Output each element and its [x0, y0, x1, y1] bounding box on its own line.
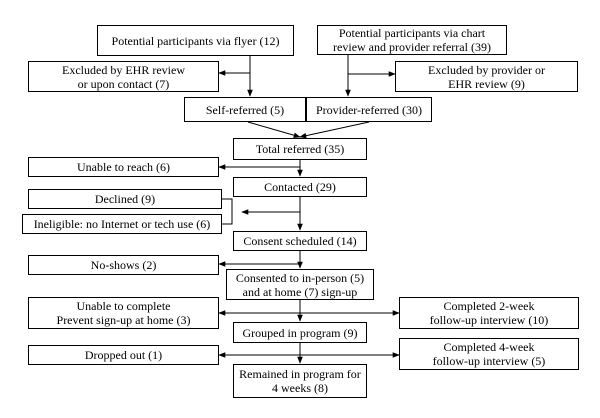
box-completed-2week: Completed 2-week follow-up interview (10…	[399, 297, 579, 329]
arrow-provider-to-total	[299, 121, 370, 139]
box-dropped-out: Dropped out (1)	[28, 345, 219, 365]
box-self-referred: Self-referred (5)	[184, 97, 306, 122]
box-contacted: Contacted (29)	[233, 177, 367, 197]
exclusion-bracket	[222, 198, 233, 225]
box-excluded-ehr: Excluded by EHR review or upon contact (…	[28, 61, 219, 92]
box-chart-review: Potential participants via chart review …	[317, 25, 507, 55]
box-completed-4week: Completed 4-week follow-up interview (5)	[399, 338, 579, 370]
box-consented: Consented to in-person (5) and at home (…	[226, 269, 374, 300]
box-grouped: Grouped in program (9)	[233, 322, 367, 343]
box-excluded-provider: Excluded by provider or EHR review (9)	[395, 61, 578, 92]
box-unable-to-reach: Unable to reach (6)	[28, 157, 219, 177]
box-total-referred: Total referred (35)	[233, 138, 367, 160]
arrow-self-to-total	[247, 121, 301, 138]
box-unable-to-complete: Unable to complete Prevent sign-up at ho…	[28, 297, 219, 329]
box-remained: Remained in program for 4 weeks (8)	[233, 364, 367, 398]
box-consent-scheduled: Consent scheduled (14)	[233, 231, 367, 251]
box-ineligible: Ineligible: no Internet or tech use (6)	[22, 214, 222, 234]
box-provider-referred: Provider-referred (30)	[306, 97, 432, 122]
box-declined: Declined (9)	[28, 189, 222, 209]
box-flyer: Potential participants via flyer (12)	[97, 25, 294, 56]
box-no-shows: No-shows (2)	[28, 255, 219, 275]
